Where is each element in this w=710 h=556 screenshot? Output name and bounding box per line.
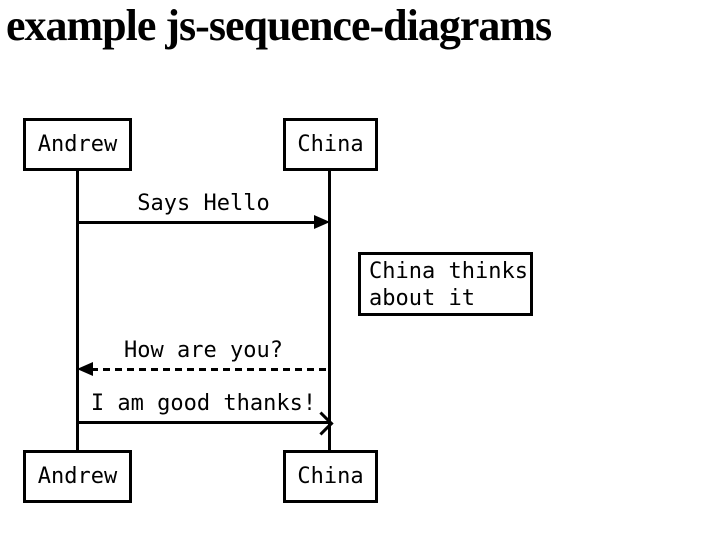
actor-label-andrew: Andrew — [37, 132, 118, 157]
message-line-how-are-you — [91, 368, 330, 371]
note-line-1: China thinks — [369, 259, 528, 284]
actor-label-china: China — [297, 132, 364, 157]
message-line-good-thanks — [77, 421, 330, 424]
lifeline-china — [328, 171, 331, 450]
message-label-how-are-you: How are you? — [124, 338, 283, 363]
page-title: example js-sequence-diagrams — [6, 1, 552, 50]
note-line-2: about it — [369, 286, 475, 311]
actor-box-china-bottom: China — [283, 450, 378, 503]
actor-box-china-top: China — [283, 118, 378, 171]
message-label-good-thanks: I am good thanks! — [90, 391, 317, 416]
actor-box-andrew-bottom: Andrew — [23, 450, 132, 503]
note-box: China thinks about it — [358, 252, 533, 316]
arrowhead-filled-left-icon — [77, 362, 93, 376]
arrowhead-filled-right-icon — [314, 215, 330, 229]
message-label-says-hello: Says Hello — [137, 191, 270, 216]
actor-label-china: China — [297, 464, 364, 489]
lifeline-andrew — [76, 171, 79, 450]
actor-box-andrew-top: Andrew — [23, 118, 132, 171]
actor-label-andrew: Andrew — [37, 464, 118, 489]
message-line-says-hello — [77, 221, 315, 224]
